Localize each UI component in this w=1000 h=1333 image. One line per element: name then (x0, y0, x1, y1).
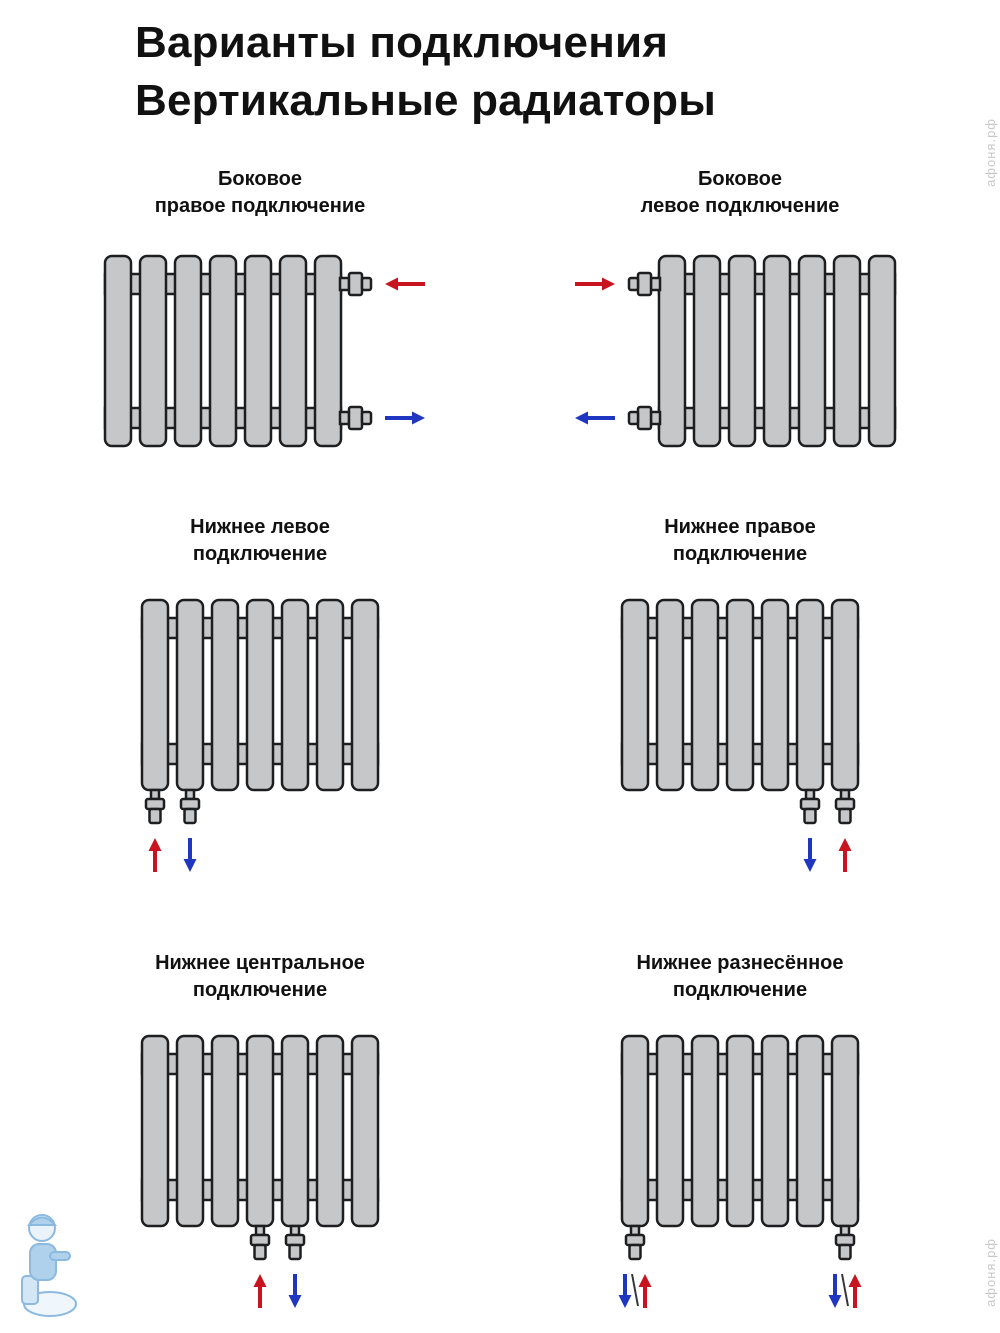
panel-bottom-left: Нижнее левое подключение (20, 514, 500, 882)
supply-arrow (848, 1274, 862, 1309)
radiator-diagram-bottom-left (110, 592, 410, 882)
valve-icon (284, 1224, 306, 1261)
return-arrow (618, 1274, 632, 1309)
radiator-svg (620, 598, 860, 873)
page-title: Варианты подключения Вертикальные радиат… (0, 0, 1000, 130)
return-arrow (828, 1274, 842, 1309)
supply-arrow (148, 838, 162, 873)
valve-icon (834, 1224, 856, 1261)
panel-title: Боковое правое подключение (154, 168, 366, 218)
radiator-svg (575, 254, 897, 448)
panel-side-left: Боковое левое подключение (500, 166, 980, 456)
supply-arrow (838, 838, 852, 873)
or-slash (631, 1273, 639, 1307)
supply-arrow (385, 277, 425, 291)
radiator-svg (103, 254, 425, 448)
supply-arrow (253, 1274, 267, 1309)
return-arrow (385, 411, 425, 425)
radiator-diagram-bottom-split (590, 1028, 890, 1318)
plumber-logo-watermark (6, 1200, 84, 1327)
radiator-svg (618, 1034, 862, 1309)
panel-title: Нижнее центральное подключение (155, 952, 365, 1002)
radiator-diagram-bottom-center (110, 1028, 410, 1318)
site-watermark-bottom: афоня.рф (983, 1238, 998, 1307)
or-slash (841, 1273, 849, 1307)
site-watermark-top: афоня.рф (983, 118, 998, 187)
valve-icon (249, 1224, 271, 1261)
panel-title: Боковое левое подключение (640, 168, 840, 218)
return-arrow (575, 411, 615, 425)
valve-icon (799, 788, 821, 825)
panel-bottom-center: Нижнее центральное подключение (20, 950, 500, 1318)
return-arrow (803, 838, 817, 873)
radiator-diagram-side-left (565, 244, 915, 456)
diagram-grid: Боковое правое подключение Боковое левое… (20, 166, 980, 1318)
supply-arrow (575, 277, 615, 291)
return-arrow (183, 838, 197, 873)
page-title-line1: Варианты подключения (135, 18, 669, 67)
panel-bottom-split: Нижнее разнесённое подключение (500, 950, 980, 1318)
panel-title: Нижнее разнесённое подключение (636, 952, 844, 1002)
valve-icon (338, 405, 373, 431)
radiator-diagram-side-right (85, 244, 435, 456)
valve-icon (338, 271, 373, 297)
return-arrow (288, 1274, 302, 1309)
panel-bottom-right: Нижнее правое подключение (500, 514, 980, 882)
valve-icon (627, 405, 662, 431)
panel-side-right: Боковое правое подключение (20, 166, 500, 456)
page-title-line2: Вертикальные радиаторы (135, 76, 716, 126)
valve-icon (179, 788, 201, 825)
radiator-diagram-bottom-right (590, 592, 890, 882)
radiator-svg (140, 598, 380, 873)
valve-icon (144, 788, 166, 825)
panel-title: Нижнее левое подключение (190, 516, 330, 566)
valve-icon (834, 788, 856, 825)
valve-icon (624, 1224, 646, 1261)
supply-arrow (638, 1274, 652, 1309)
panel-title: Нижнее правое подключение (664, 516, 816, 566)
valve-icon (627, 271, 662, 297)
radiator-svg (140, 1034, 380, 1309)
